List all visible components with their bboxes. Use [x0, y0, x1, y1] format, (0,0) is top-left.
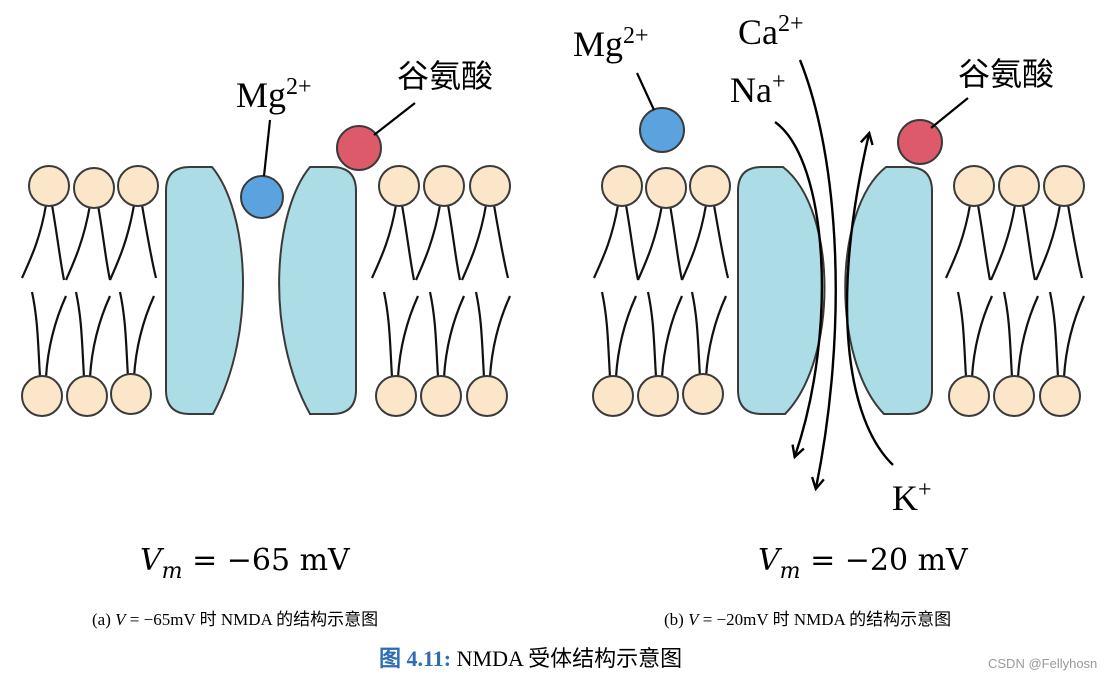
- mg-ion-blocking-channel: [240, 175, 284, 219]
- lipid-head: [953, 165, 995, 207]
- channel-subunit-right: [278, 166, 357, 415]
- lipid-head: [423, 165, 465, 207]
- na-influx-arrow: [774, 121, 823, 456]
- lipid-head: [420, 375, 462, 417]
- panel-a-lipid-tails: [20, 204, 512, 378]
- channel-subunit-left: [165, 166, 245, 415]
- lipid-head: [469, 165, 511, 207]
- mg-ion-free: [639, 107, 685, 153]
- lipid-head: [689, 165, 731, 207]
- lipid-head: [1043, 165, 1085, 207]
- k-efflux-arrow: [845, 134, 894, 466]
- panel-a-voltage-equation: Vm = −65 mV: [140, 543, 350, 584]
- lipid-head: [110, 373, 152, 415]
- panel-a-membrane: [20, 102, 512, 417]
- lipid-head: [1039, 375, 1081, 417]
- lipid-head: [682, 373, 724, 415]
- sodium-ion-label: Na+: [730, 69, 786, 110]
- ca-influx-arrow: [798, 59, 837, 488]
- mg-pointer-line: [262, 119, 272, 177]
- channel-subunit-left: [737, 166, 826, 415]
- ion-flow-arrows: [774, 59, 894, 488]
- glutamate-label: 谷氨酸: [397, 58, 494, 94]
- mg-ion-label: Mg2+: [236, 74, 312, 115]
- panel-b-lipid-heads: [592, 165, 1085, 417]
- panel-a-lipid-heads: [21, 165, 511, 417]
- lipid-head: [117, 165, 159, 207]
- figure-title: 图 4.11: NMDA 受体结构示意图: [379, 646, 683, 671]
- lipid-head: [948, 375, 990, 417]
- lipid-head: [375, 375, 417, 417]
- lipid-head: [592, 375, 634, 417]
- lipid-head: [601, 165, 643, 207]
- glutamate-molecule: [897, 119, 943, 165]
- mg-ion-label: Mg2+: [573, 23, 649, 64]
- lipid-head: [66, 375, 108, 417]
- glutamate-pointer-line: [373, 102, 416, 136]
- watermark: CSDN @Fellyhosn: [988, 656, 1098, 671]
- panel-a-caption: (a) V = −65mV 时 NMDA 的结构示意图: [92, 610, 379, 629]
- panel-b-lipid-tails: [592, 204, 1086, 378]
- calcium-ion-label: Ca2+: [738, 11, 804, 52]
- panel-b-caption: (b) V = −20mV 时 NMDA 的结构示意图: [664, 610, 952, 629]
- glutamate-pointer-line: [930, 97, 969, 129]
- figure-number: 图 4.11:: [379, 646, 452, 671]
- lipid-head: [998, 165, 1040, 207]
- lipid-head: [21, 375, 63, 417]
- lipid-head: [645, 167, 687, 209]
- lipid-head: [28, 165, 70, 207]
- panel-b-voltage-equation: Vm = −20 mV: [758, 543, 968, 584]
- potassium-ion-label: K+: [892, 477, 932, 518]
- lipid-head: [993, 375, 1035, 417]
- panel-a-channel: [165, 166, 357, 415]
- lipid-head: [378, 165, 420, 207]
- panel-b-membrane: [592, 59, 1086, 488]
- lipid-head: [73, 167, 115, 209]
- lipid-head: [466, 375, 508, 417]
- glutamate-label: 谷氨酸: [958, 56, 1055, 92]
- mg-pointer-line: [636, 72, 655, 111]
- channel-subunit-right: [844, 166, 933, 415]
- lipid-head: [637, 375, 679, 417]
- glutamate-molecule: [336, 125, 382, 171]
